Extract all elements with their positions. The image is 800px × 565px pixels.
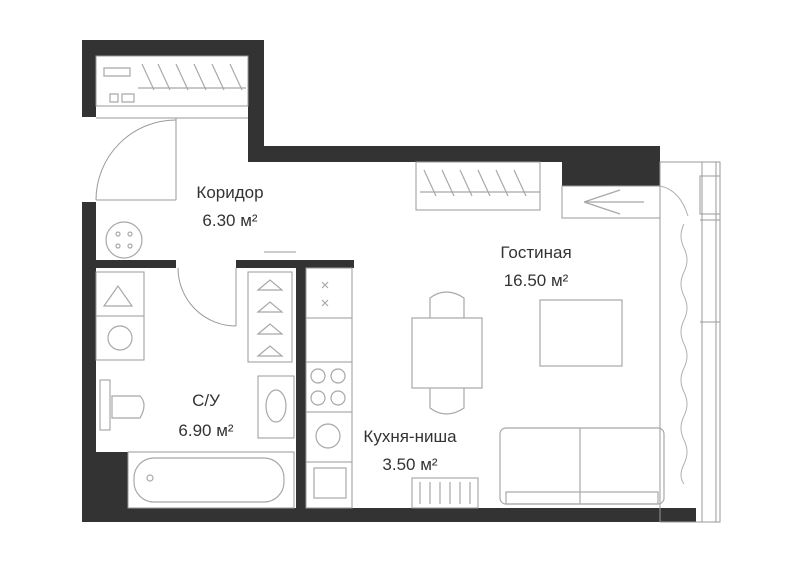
wall-bath-mid (82, 360, 96, 372)
room-name-corridor: Коридор (196, 183, 263, 202)
wall-left-closet (82, 40, 96, 117)
walls (82, 40, 696, 522)
wall-bath-block (96, 452, 128, 522)
room-name-bathroom: С/У (192, 391, 220, 410)
wall-bottom (82, 508, 696, 522)
window-right (659, 161, 721, 523)
wall-bath-right (296, 260, 306, 522)
room-labels: Коридор 6.30 м² Гостиная 16.50 м² С/У 6.… (178, 183, 571, 474)
entrance-door (95, 118, 177, 201)
closet-top (95, 55, 249, 119)
wall-bath-top-right (236, 260, 354, 268)
room-area-corridor: 6.30 м² (202, 211, 257, 230)
wall-bottom-right (660, 508, 696, 522)
bathroom-fixtures (95, 271, 295, 509)
wall-column (562, 146, 660, 186)
room-name-living: Гостиная (500, 243, 571, 262)
wall-bath-top-left (82, 260, 176, 268)
wall-right-closet (248, 40, 264, 160)
room-area-living: 16.50 м² (504, 271, 569, 290)
room-area-kitchen: 3.50 м² (382, 455, 437, 474)
bathroom-door (177, 267, 237, 327)
wardrobe-corridor (247, 251, 296, 363)
wall-top-closet (82, 40, 264, 56)
room-name-kitchen: Кухня-ниша (363, 427, 457, 446)
room-area-bathroom: 6.90 м² (178, 421, 233, 440)
living-furniture (411, 161, 665, 505)
wall-top-living (248, 146, 660, 162)
corridor-stool (105, 221, 143, 259)
kitchen (305, 267, 479, 509)
